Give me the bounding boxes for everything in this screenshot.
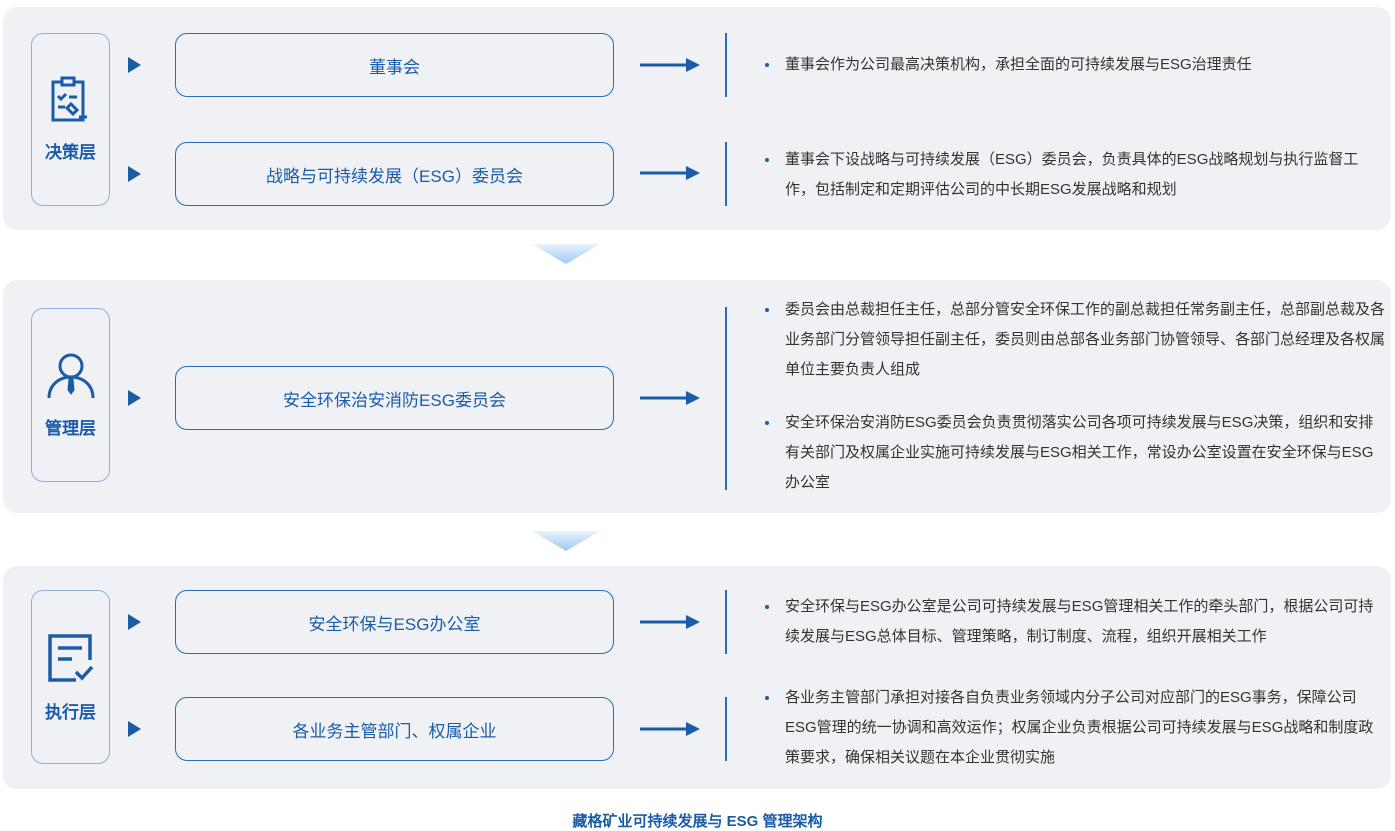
figure-caption: 藏格矿业可持续发展与 ESG 管理架构: [572, 813, 823, 830]
arrow-right-icon: [640, 615, 700, 629]
description-item: 安全环保与ESG办公室是公司可持续发展与ESG管理相关工作的牵头部门，根据公司可…: [765, 592, 1385, 652]
pointer-icon: [128, 57, 141, 73]
description-item: 各业务主管部门承担对接各自负责业务领域内分子公司对应部门的ESG事务，保障公司E…: [765, 683, 1385, 773]
org-unit-strategy-committee: 战略与可持续发展（ESG）委员会: [175, 142, 614, 206]
description-item: 安全环保治安消防ESG委员会负责贯彻落实公司各项可持续发展与ESG决策，组织和安…: [765, 408, 1385, 498]
pointer-icon: [128, 721, 141, 737]
description-item: 董事会作为公司最高决策机构，承担全面的可持续发展与ESG治理责任: [765, 50, 1385, 80]
chevron-down-icon: [532, 244, 600, 264]
chevron-down-icon: [532, 531, 600, 551]
divider: [725, 307, 727, 490]
org-unit-board: 董事会: [175, 33, 614, 97]
description-text: 董事会下设战略与可持续发展（ESG）委员会，负责具体的ESG战略规划与执行监督工…: [785, 151, 1359, 198]
description-item: 委员会由总裁担任主任，总部分管安全环保工作的副总裁担任常务副主任，总部副总裁及各…: [765, 295, 1385, 385]
description-text: 安全环保与ESG办公室是公司可持续发展与ESG管理相关工作的牵头部门，根据公司可…: [785, 598, 1374, 645]
org-unit-business-departments: 各业务主管部门、权属企业: [175, 697, 614, 761]
divider: [725, 697, 727, 761]
description-item: 董事会下设战略与可持续发展（ESG）委员会，负责具体的ESG战略规划与执行监督工…: [765, 145, 1385, 205]
divider: [725, 590, 727, 654]
layer-execution: 执行层: [31, 590, 110, 764]
description-text: 董事会作为公司最高决策机构，承担全面的可持续发展与ESG治理责任: [785, 56, 1252, 73]
description-text: 委员会由总裁担任主任，总部分管安全环保工作的副总裁担任常务副主任，总部副总裁及各…: [785, 301, 1386, 378]
person-tie-icon: [47, 353, 94, 398]
divider: [725, 142, 727, 206]
checklist-icon: [47, 633, 93, 682]
arrow-right-icon: [640, 391, 700, 405]
layer-management: 管理层: [31, 308, 110, 482]
description-text: 安全环保治安消防ESG委员会负责贯彻落实公司各项可持续发展与ESG决策，组织和安…: [785, 414, 1374, 491]
layer-label: 决策层: [45, 143, 96, 162]
org-unit-safety-esg-office: 安全环保与ESG办公室: [175, 590, 614, 654]
pointer-icon: [128, 390, 141, 406]
clipboard-gavel-icon: [51, 76, 87, 122]
layer-label: 管理层: [45, 418, 96, 438]
execution-layer-panel: [3, 566, 1391, 789]
arrow-right-icon: [640, 166, 700, 180]
description-text: 各业务主管部门承担对接各自负责业务领域内分子公司对应部门的ESG事务，保障公司E…: [785, 689, 1374, 766]
arrow-right-icon: [640, 58, 700, 72]
arrow-right-icon: [640, 722, 700, 736]
decision-layer-panel: [3, 7, 1391, 230]
layer-decision: 决策层: [31, 33, 110, 206]
divider: [725, 33, 727, 97]
pointer-icon: [128, 614, 141, 630]
layer-label: 执行层: [45, 702, 96, 722]
pointer-icon: [128, 166, 141, 182]
org-unit-safety-esg-committee: 安全环保治安消防ESG委员会: [175, 366, 614, 430]
